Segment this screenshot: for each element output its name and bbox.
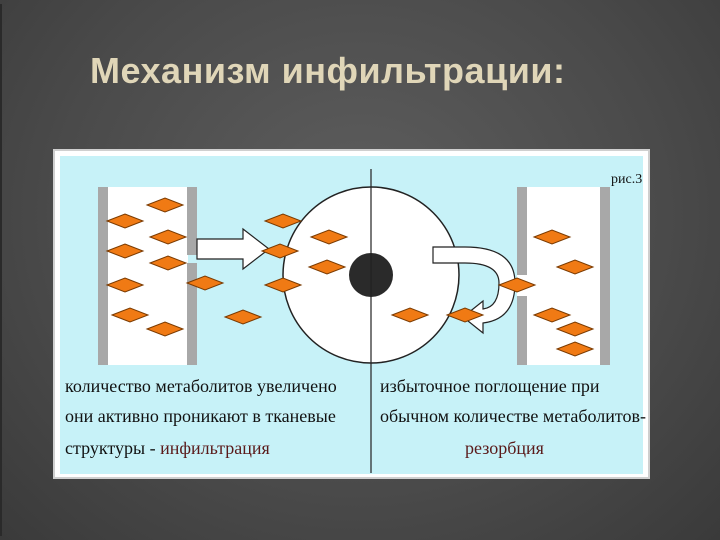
resorption-term: резорбция [465, 438, 544, 458]
right-vessel-wall-upper [517, 187, 527, 275]
diagram-frame: рис.3 количество метаболитов увеличено о… [53, 149, 650, 479]
left-caption-prefix: структуры - [65, 438, 160, 458]
left-caption-line-2: они активно проникают в тканевые [65, 405, 336, 427]
right-vessel [517, 187, 610, 365]
figure-label: рис.3 [611, 169, 642, 191]
slide-title: Механизм инфильтрации: [90, 50, 710, 92]
left-caption-line-3: структуры - инфильтрация [65, 437, 270, 459]
left-vessel-wall-upper [187, 187, 197, 255]
left-caption-line-1: количество метаболитов увеличено [65, 375, 337, 397]
infiltration-diagram [55, 151, 648, 477]
left-vessel [98, 187, 197, 365]
slide-left-border [0, 4, 2, 536]
infiltration-arrow [197, 229, 269, 269]
right-caption-line-3: резорбция [465, 437, 544, 459]
metabolite [225, 310, 261, 324]
left-vessel-wall-lower [187, 263, 197, 365]
infiltration-term: инфильтрация [160, 438, 270, 458]
left-vessel-wall-outer [98, 187, 108, 365]
right-caption-line-1: избыточное поглощение при [380, 375, 600, 397]
right-caption-line-2: обычном количестве метаболитов- [380, 405, 646, 427]
right-vessel-wall-outer [600, 187, 610, 365]
metabolite [265, 214, 301, 228]
left-vessel-lumen [98, 187, 188, 365]
right-vessel-lumen [517, 187, 609, 365]
right-vessel-wall-lower [517, 296, 527, 365]
